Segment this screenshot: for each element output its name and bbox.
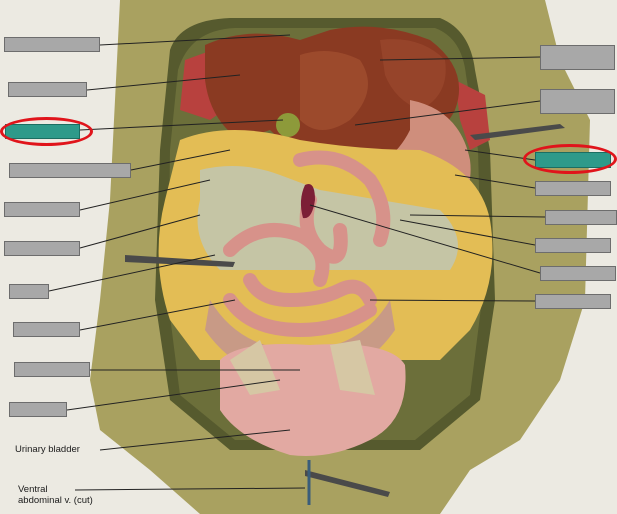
blank-label-left-10[interactable] <box>9 402 67 417</box>
highlight-circle-left <box>0 117 93 146</box>
blank-label-right-7[interactable] <box>540 266 616 281</box>
label-urinary-bladder: Urinary bladder <box>15 444 80 455</box>
blank-label-left-4[interactable] <box>9 163 131 178</box>
blank-label-left-2[interactable] <box>8 82 87 97</box>
diaphragm-right <box>455 80 490 150</box>
probe-bottom <box>305 470 390 497</box>
blank-label-left-6[interactable] <box>4 241 80 256</box>
blank-label-right-2[interactable] <box>540 89 615 114</box>
label-ventral-line1: Ventral <box>18 484 48 495</box>
blank-label-right-4[interactable] <box>535 181 611 196</box>
blank-label-left-7[interactable] <box>9 284 49 299</box>
blank-label-left-5[interactable] <box>4 202 80 217</box>
label-ventral-line2: abdominal v. (cut) <box>18 495 93 506</box>
blank-label-right-5[interactable] <box>545 210 617 225</box>
blank-label-left-9[interactable] <box>14 362 90 377</box>
blank-label-right-1[interactable] <box>540 45 615 70</box>
spleen <box>300 184 315 219</box>
leader-lines <box>48 34 546 491</box>
gallbladder <box>276 113 300 137</box>
blank-label-right-8[interactable] <box>535 294 611 309</box>
probe-right <box>470 124 565 140</box>
highlight-circle-right <box>523 144 617 174</box>
blank-label-left-1[interactable] <box>4 37 100 52</box>
blank-label-right-6[interactable] <box>535 238 611 253</box>
pancreas <box>197 166 458 270</box>
blank-label-left-8[interactable] <box>13 322 80 337</box>
probe-left <box>125 255 235 267</box>
small-intestine <box>223 150 391 338</box>
